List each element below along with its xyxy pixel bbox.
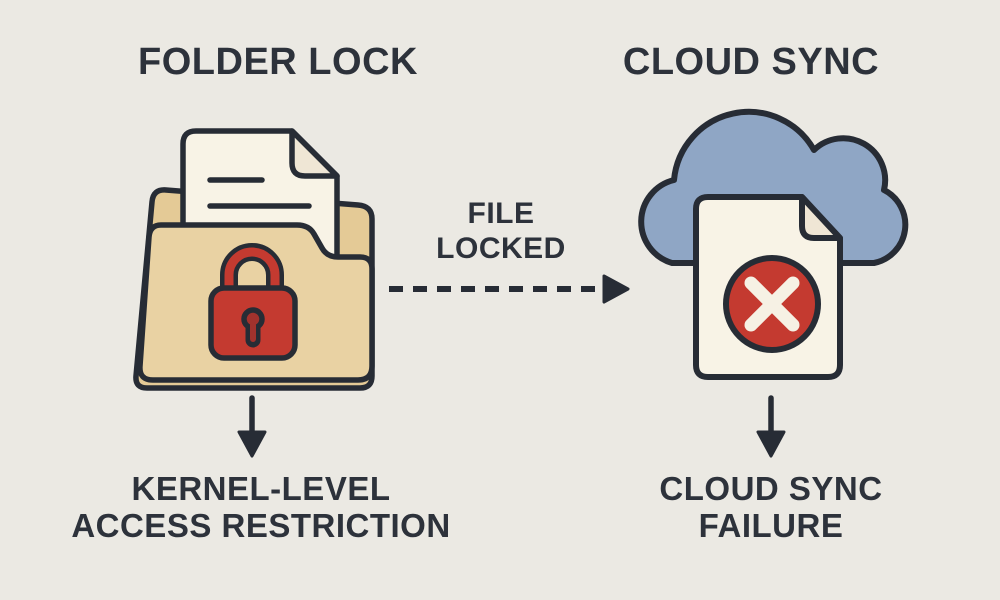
dashed-arrow-right-icon	[389, 274, 630, 304]
connector-label-line1: FILE	[468, 197, 535, 230]
paper-fold-corner	[289, 128, 340, 179]
down-arrow-right-icon	[756, 395, 786, 458]
left-caption-line2: ACCESS RESTRICTION	[71, 507, 450, 544]
right-caption-line1: CLOUD SYNC	[659, 470, 882, 507]
right-title: CLOUD SYNC	[623, 41, 879, 83]
lock-shackle	[224, 247, 280, 298]
folder-lock-icon	[133, 128, 375, 391]
down-arrow-left-icon	[237, 395, 267, 458]
connector-label-line2: LOCKED	[436, 232, 566, 265]
down-arrow-right-head	[756, 430, 786, 458]
lock-icon	[208, 243, 298, 361]
down-arrow-left-head	[237, 430, 267, 458]
left-title: FOLDER LOCK	[138, 41, 418, 83]
right-caption-line2: FAILURE	[699, 507, 844, 544]
dashed-arrow-head	[602, 274, 630, 304]
cloud-sync-error-icon	[638, 108, 909, 380]
left-caption-line1: KERNEL-LEVEL	[131, 470, 390, 507]
x-mark-stroke-2	[744, 276, 800, 332]
document-fold-corner	[799, 194, 843, 241]
